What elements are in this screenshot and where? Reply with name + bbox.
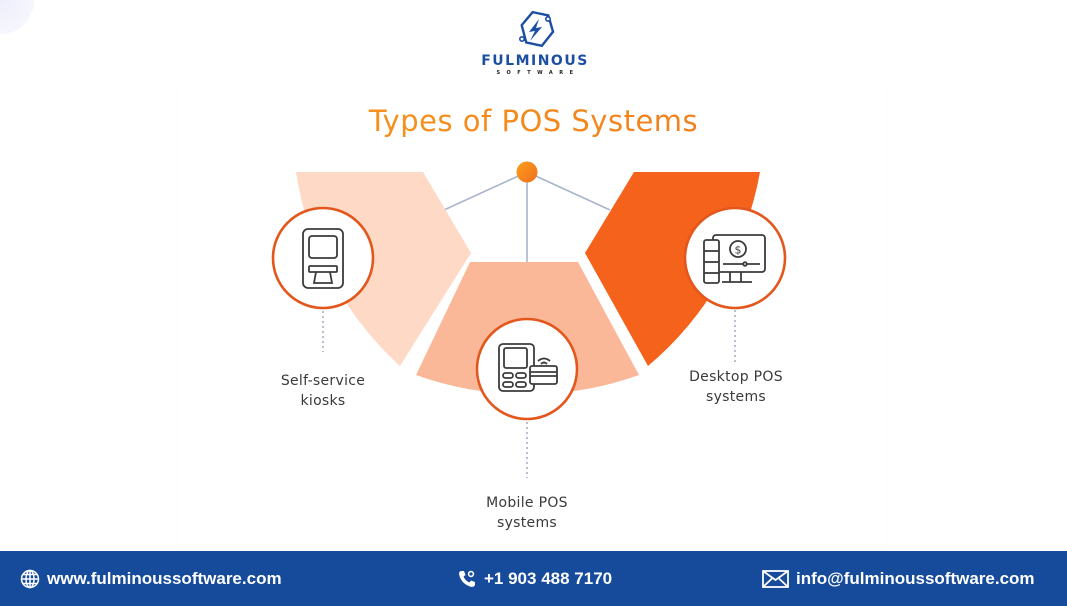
label-mobile-line1: Mobile POS xyxy=(486,495,568,511)
svg-text:$: $ xyxy=(735,244,742,257)
mobile-badge xyxy=(475,317,579,421)
footer-phone-text[interactable]: +1 903 488 7170 xyxy=(484,568,613,588)
label-leaders xyxy=(322,310,736,478)
lightning-hexagon-icon xyxy=(519,10,555,48)
globe-icon xyxy=(20,569,40,588)
kiosk-icon xyxy=(302,228,344,289)
label-kiosk-line1: Self-service xyxy=(280,373,366,389)
mobile-card-terminal-icon xyxy=(498,343,558,392)
label-mobile: Mobile POS systems xyxy=(457,493,597,533)
brand-name: FULMINOUS xyxy=(481,53,589,69)
page-title: Types of POS Systems xyxy=(0,104,1067,138)
label-kiosk-line2: kiosks xyxy=(300,393,346,409)
desktop-badge: $ xyxy=(683,206,787,310)
label-kiosk: Self-service kiosks xyxy=(253,371,393,411)
footer-email-text[interactable]: info@fulminoussoftware.com xyxy=(796,568,1035,588)
brand-logo: FULMINOUS SOFTWARE xyxy=(480,10,590,85)
footer-phone[interactable]: +1 903 488 7170 xyxy=(457,551,612,606)
footer-website[interactable]: www.fulminoussoftware.com xyxy=(20,551,282,606)
label-desktop-line1: Desktop POS xyxy=(689,369,783,385)
kiosk-badge xyxy=(271,206,375,310)
connector-lines xyxy=(443,171,611,262)
footer-bar: www.fulminoussoftware.com +1 903 488 717… xyxy=(0,551,1067,606)
pos-types-diagram: $ xyxy=(271,161,787,478)
phone-icon xyxy=(459,570,475,587)
label-mobile-line2: systems xyxy=(496,515,557,531)
footer-website-text[interactable]: www.fulminoussoftware.com xyxy=(47,568,282,588)
hub-dot xyxy=(516,161,538,183)
desktop-dollar-icon: $ xyxy=(703,234,766,284)
footer-email[interactable]: info@fulminoussoftware.com xyxy=(762,551,1035,606)
mail-icon xyxy=(762,569,789,588)
brand-tagline: SOFTWARE xyxy=(496,70,580,76)
label-desktop-line2: systems xyxy=(705,389,766,405)
label-desktop: Desktop POS systems xyxy=(661,367,811,407)
